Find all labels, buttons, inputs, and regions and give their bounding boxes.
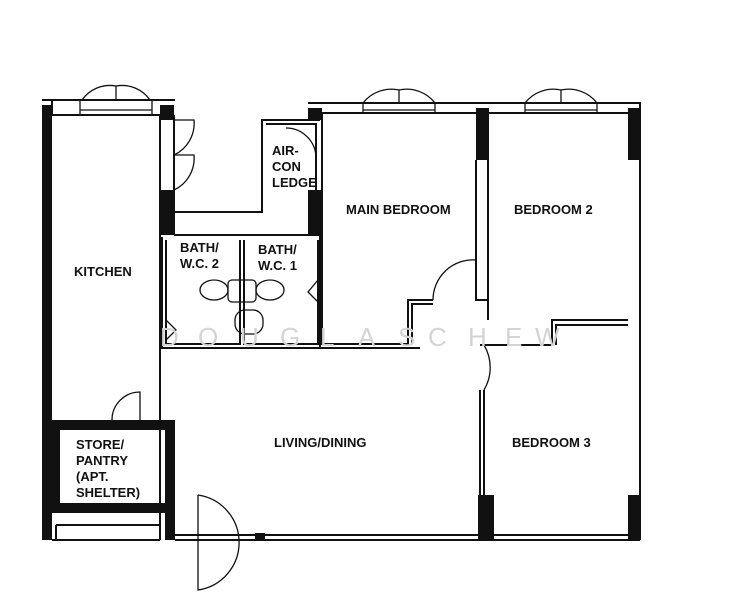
watermark-letter: S <box>398 322 415 352</box>
label-store-line4: SHELTER) <box>76 485 140 500</box>
watermark-letter: W <box>535 322 560 352</box>
label-aircon-line1: AIR- <box>272 143 299 158</box>
label-store-line3: (APT. <box>76 469 109 484</box>
wall-lines <box>42 99 641 541</box>
label-store-line2: PANTRY <box>76 453 128 468</box>
watermark-letter: C <box>428 322 447 352</box>
label-bath2-line2: W.C. 2 <box>180 256 219 271</box>
watermark-letter: E <box>505 322 522 352</box>
label-main-bedroom: MAIN BEDROOM <box>346 202 451 217</box>
label-store-line1: STORE/ <box>76 437 125 452</box>
label-aircon-line2: CON <box>272 159 301 174</box>
label-bath1-line2: W.C. 1 <box>258 258 297 273</box>
label-aircon-line3: LEDGE <box>272 175 317 190</box>
watermark-letter: O <box>198 322 218 352</box>
watermark-letter: D <box>160 322 179 352</box>
watermark-letter: L <box>320 322 334 352</box>
label-bath2-line1: BATH/ <box>180 240 219 255</box>
label-bath1-line1: BATH/ <box>258 242 297 257</box>
watermark-letter: H <box>468 322 487 352</box>
label-bedroom2: BEDROOM 2 <box>514 202 593 217</box>
label-living-dining: LIVING/DINING <box>274 435 366 450</box>
doors-windows <box>79 84 598 591</box>
label-kitchen: KITCHEN <box>74 264 132 279</box>
label-bedroom3: BEDROOM 3 <box>512 435 591 450</box>
watermark: D O U G L A S C H E W <box>160 322 560 352</box>
watermark-letter: U <box>240 322 259 352</box>
watermark-letter: G <box>280 322 300 352</box>
watermark-letter: A <box>358 322 376 352</box>
